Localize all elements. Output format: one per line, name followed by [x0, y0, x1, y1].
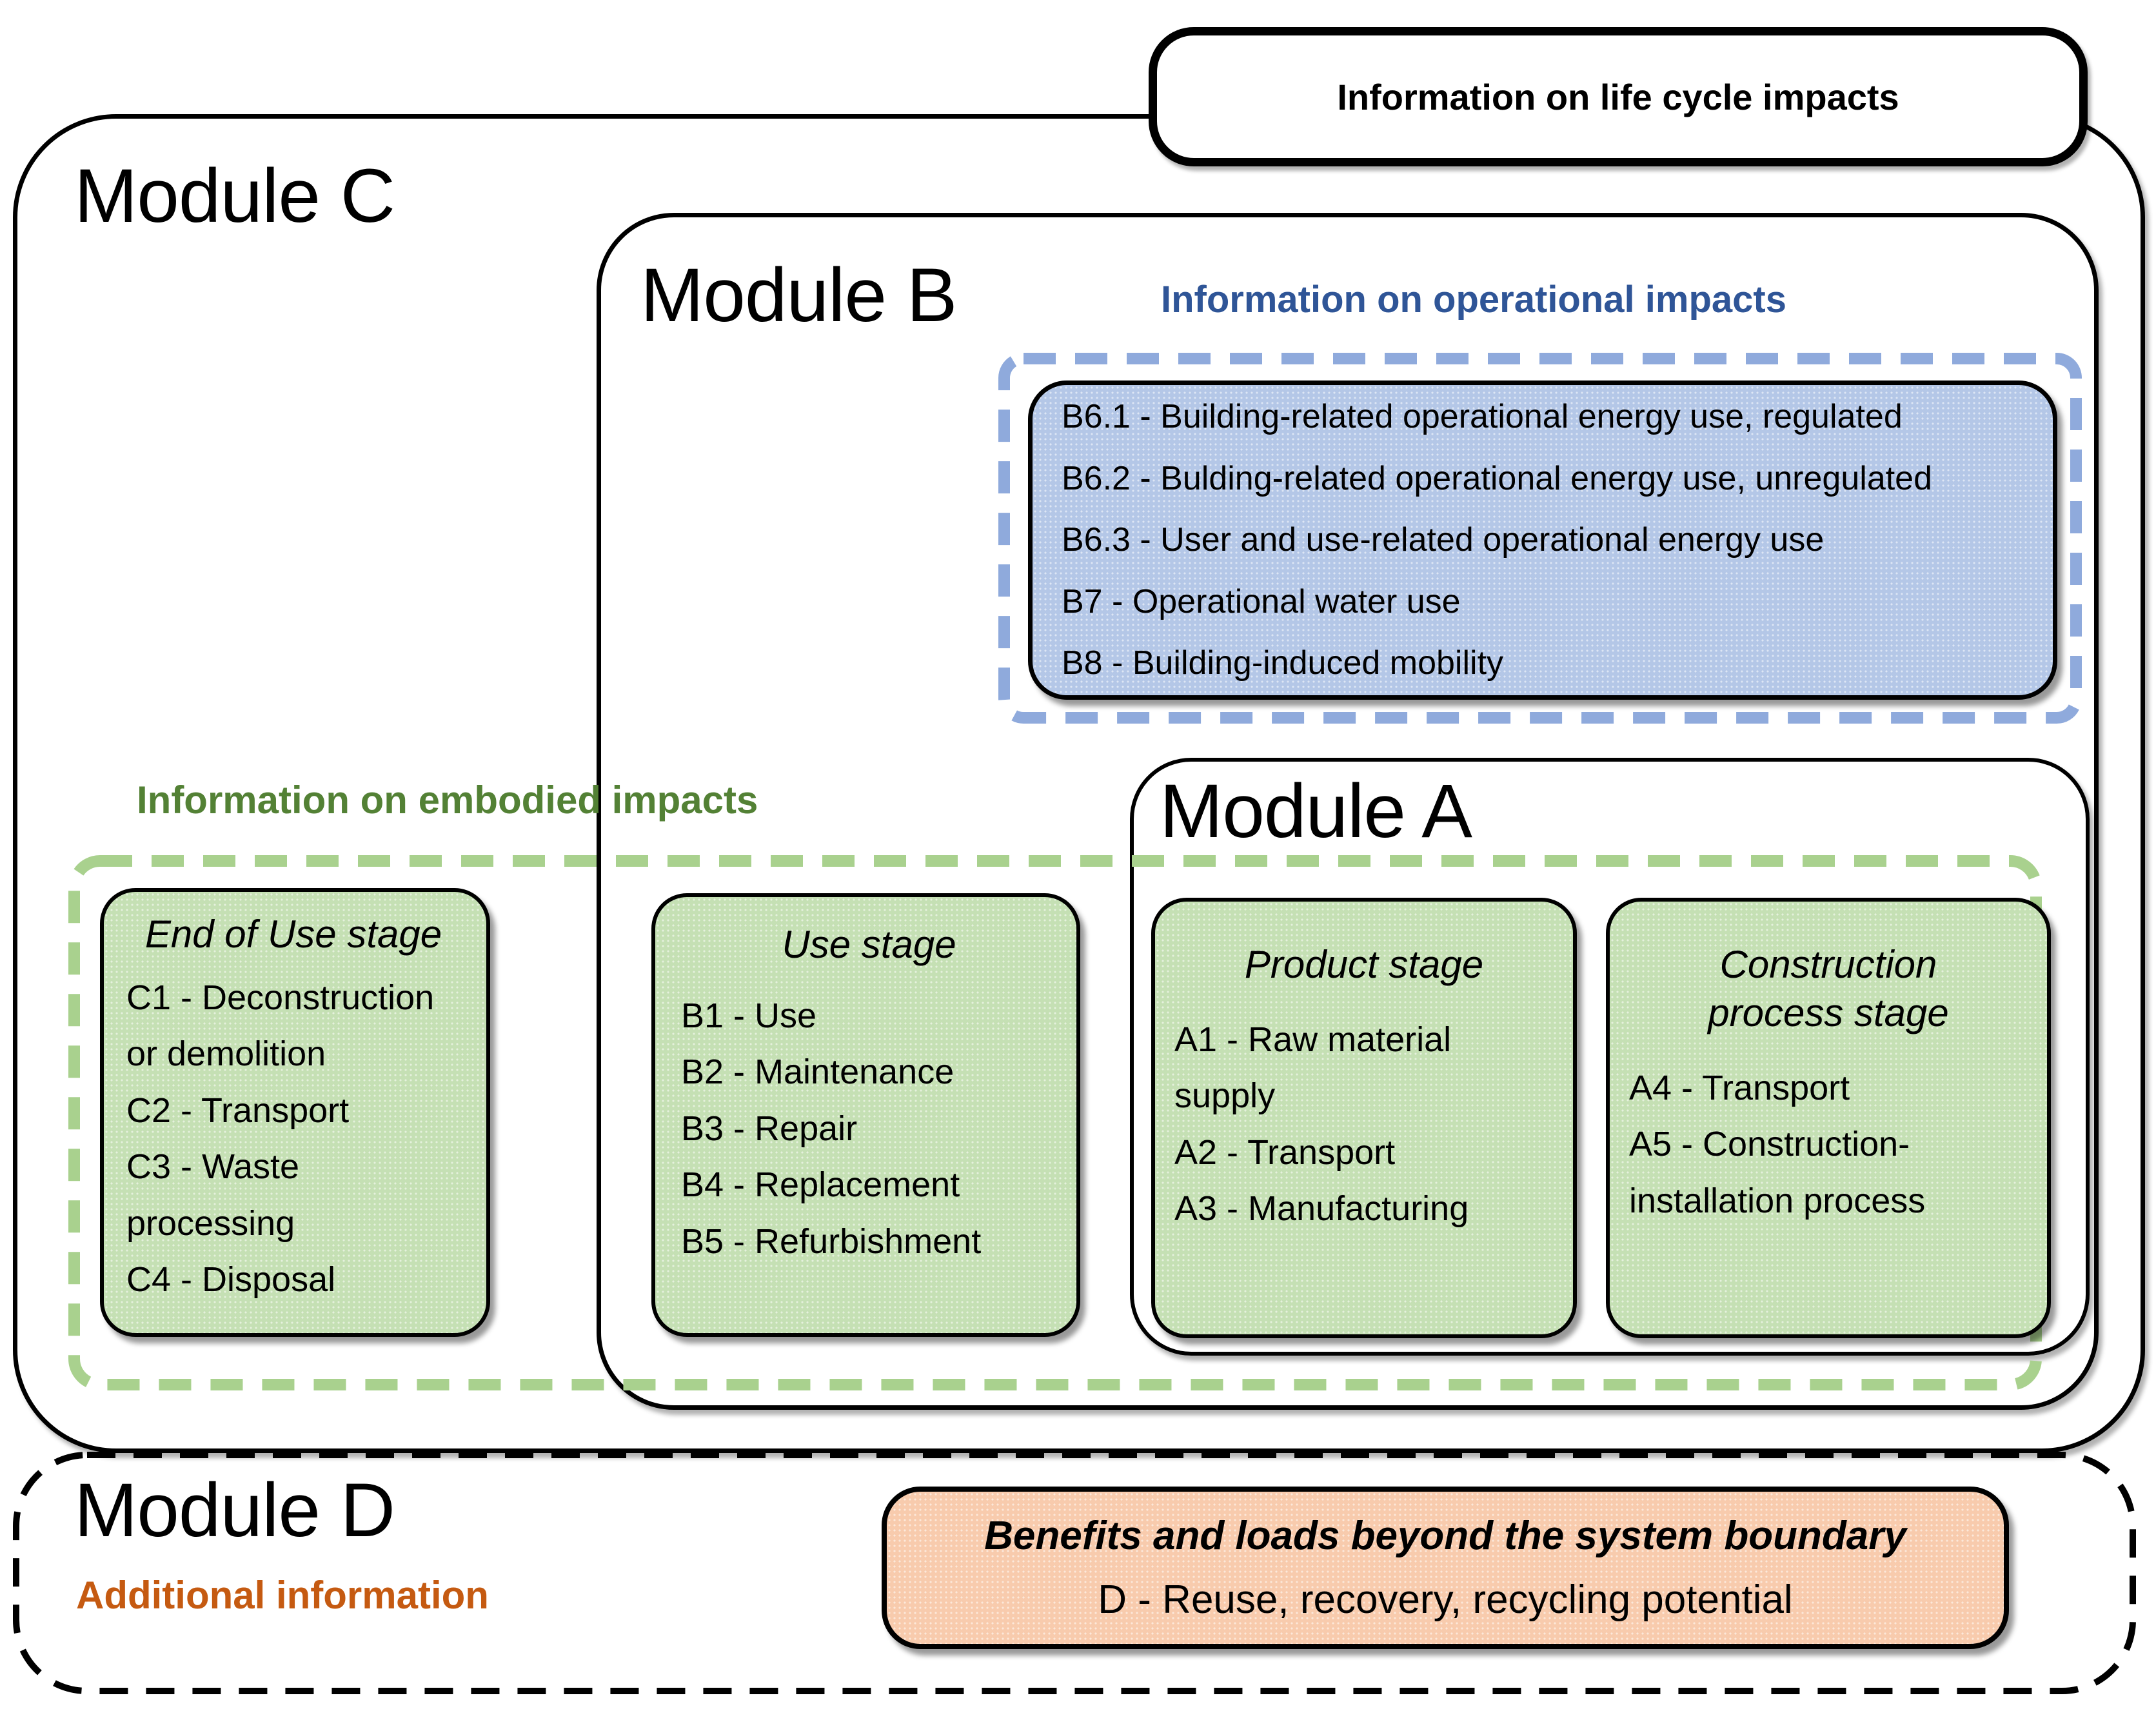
construction-process-stage-box: Construction process stage A4 - Transpor… [1606, 898, 2051, 1338]
operational-items-box: B6.1 - Building-related operational ener… [1028, 381, 2057, 700]
benefits-loads-item: D - Reuse, recovery, recycling potential [1098, 1577, 1793, 1622]
module-b-label: Module B [640, 253, 958, 338]
stage-item-b2: B2 - Maintenance [681, 1053, 954, 1092]
use-stage-title: Use stage [782, 923, 956, 966]
operational-dashed-region [998, 353, 2082, 724]
stage-item-b4: B4 - Replacement [681, 1165, 960, 1205]
stage-item-a3: A3 - Manufacturing [1174, 1189, 1469, 1229]
module-d-dashed-box [13, 1452, 2136, 1694]
stage-item-c1: C1 - Deconstruction or demolition [126, 978, 435, 1074]
product-stage-box: Product stage A1 - Raw material supply A… [1151, 898, 1577, 1338]
life-cycle-impacts-banner: Information on life cycle impacts [1149, 27, 2088, 166]
module-c-label: Module C [74, 153, 395, 239]
module-a-label: Module A [1160, 769, 1472, 854]
operational-impacts-heading: Information on operational impacts [1161, 279, 1786, 321]
stage-item-a2: A2 - Transport [1174, 1132, 1396, 1172]
stage-item-c2: C2 - Transport [126, 1091, 350, 1130]
operational-item-b6-3: B6.3 - User and use-related operational … [1062, 521, 1825, 559]
product-stage-title: Product stage [1244, 943, 1484, 986]
use-stage-box: Use stage B1 - Use B2 - Maintenance B3 -… [651, 893, 1080, 1337]
additional-information-heading: Additional information [76, 1574, 489, 1617]
module-d-label: Module D [74, 1468, 395, 1553]
stage-item-b1: B1 - Use [681, 996, 817, 1035]
operational-item-b6-2: B6.2 - Bulding-related operational energ… [1062, 459, 1933, 497]
stage-item-b3: B3 - Repair [681, 1109, 858, 1148]
end-of-use-stage-box: End of Use stage C1 - Deconstruction or … [100, 888, 490, 1337]
operational-item-b6-1: B6.1 - Building-related operational ener… [1062, 398, 1903, 436]
benefits-loads-box: Benefits and loads beyond the system bou… [882, 1487, 2009, 1649]
module-b-box [597, 213, 2099, 1410]
benefits-loads-title: Benefits and loads beyond the system bou… [984, 1514, 1906, 1559]
stage-item-a1: A1 - Raw material supply [1174, 1020, 1452, 1116]
module-a-box [1130, 758, 2090, 1356]
stage-item-b5: B5 - Refurbishment [681, 1221, 982, 1261]
stage-item-a4: A4 - Transport [1629, 1069, 1850, 1107]
stage-item-c4: C4 - Disposal [126, 1260, 336, 1300]
stage-item-a5: A5 - Construction-installation process [1629, 1125, 1926, 1220]
end-of-use-stage-title: End of Use stage [144, 913, 442, 956]
operational-item-b8: B8 - Building-induced mobility [1062, 644, 1504, 682]
operational-item-b7: B7 - Operational water use [1062, 582, 1461, 620]
embodied-impacts-heading: Information on embodied impacts [137, 778, 758, 822]
life-cycle-impacts-label: Information on life cycle impacts [1337, 76, 1899, 117]
stage-item-c3: C3 - Waste processing [126, 1147, 300, 1243]
construction-process-stage-title: Construction process stage [1708, 943, 1949, 1034]
